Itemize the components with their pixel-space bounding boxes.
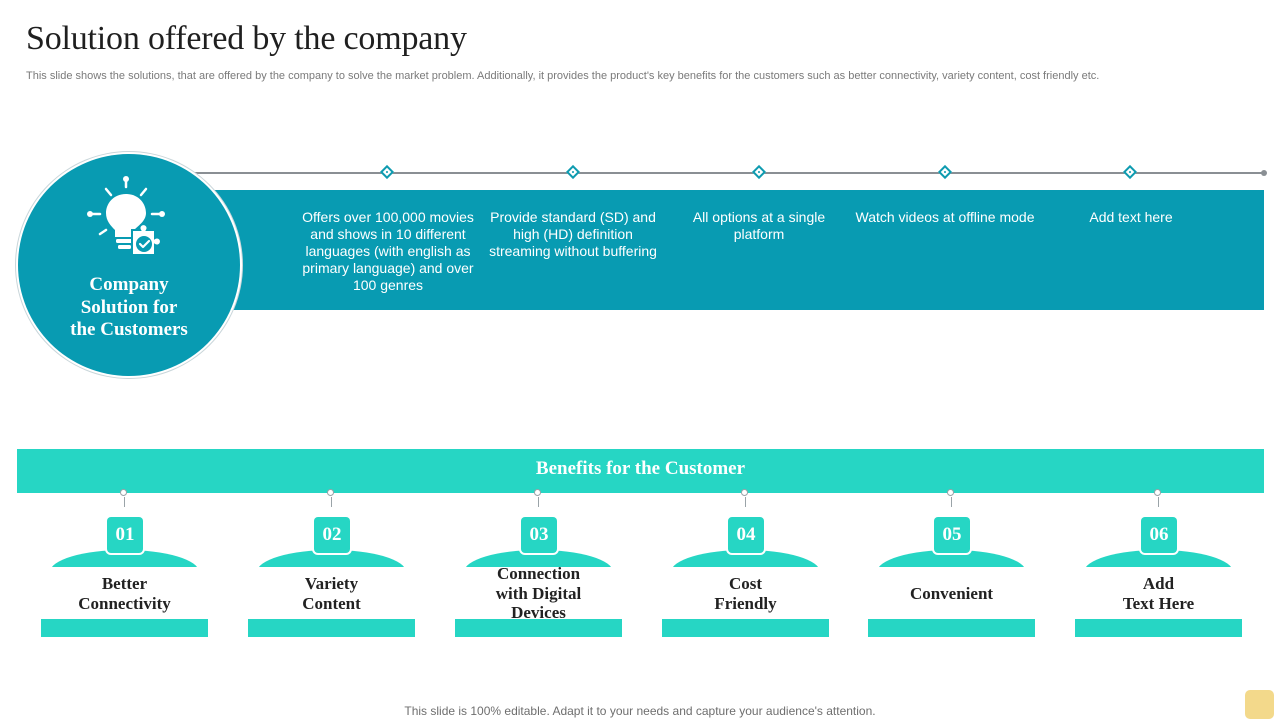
benefit-number: 05 [934,517,970,553]
benefit-card: 03 Connection with Digital Devices [455,489,622,639]
connector-line [951,497,952,507]
benefit-number: 03 [521,517,557,553]
connector-line [745,497,746,507]
connector-dot [120,489,127,496]
solution-text: Add text here [1089,209,1173,225]
benefits-title: Benefits for the Customer [535,458,746,479]
connector-dot [327,489,334,496]
benefit-number: 01 [107,517,143,553]
solution-text: Offers over 100,000 movies and shows in … [302,209,474,293]
connector-line [331,497,332,507]
card-base-bar [41,619,208,637]
slide-subtitle: This slide shows the solutions, that are… [26,70,1100,82]
benefit-label: Variety Content [302,574,361,613]
benefit-label: Cost Friendly [714,574,777,613]
connector-line [1158,497,1159,507]
card-base-bar [455,619,622,637]
corner-badge [1245,690,1274,719]
card-base-bar [1075,619,1242,637]
solutions-band [200,190,1264,310]
benefit-number: 04 [728,517,764,553]
solution-text: Watch videos at offline mode [855,209,1035,225]
connector-dot [741,489,748,496]
footer-note: This slide is 100% editable. Adapt it to… [404,704,876,718]
timeline-end-dot [1261,170,1267,176]
card-base-bar [248,619,415,637]
timeline-marker [937,164,953,180]
benefit-label: Better Connectivity [78,574,171,613]
company-solution-label: Company Solution for the Customers [70,274,188,340]
timeline-line [190,172,1263,174]
benefit-number: 02 [314,517,350,553]
benefit-card: 02 Variety Content [248,489,415,639]
benefits-header-bar [17,449,1264,493]
card-base-bar [868,619,1035,637]
connector-line [124,497,125,507]
timeline-marker [379,164,395,180]
lightbulb-check-icon [87,176,165,256]
timeline-marker [1122,164,1138,180]
connector-dot [1154,489,1161,496]
connector-line [538,497,539,507]
benefit-card: 04 Cost Friendly [662,489,829,639]
timeline-marker [751,164,767,180]
benefit-card: 06 Add Text Here [1075,489,1242,639]
timeline-marker [565,164,581,180]
benefit-label: Convenient [909,584,994,603]
benefit-label: Connection with Digital Devices [495,564,582,622]
benefit-label: Add Text Here [1122,574,1195,613]
connector-dot [534,489,541,496]
solution-text: Provide standard (SD) and high (HD) defi… [489,209,657,259]
slide-title: Solution offered by the company [26,20,467,57]
card-base-bar [662,619,829,637]
connector-dot [947,489,954,496]
company-solution-circle [18,154,240,376]
benefit-card: 01 Better Connectivity [41,489,208,639]
benefit-number: 06 [1141,517,1177,553]
solution-text: All options at a single platform [692,209,826,242]
benefit-card: 05 Convenient [868,489,1035,639]
